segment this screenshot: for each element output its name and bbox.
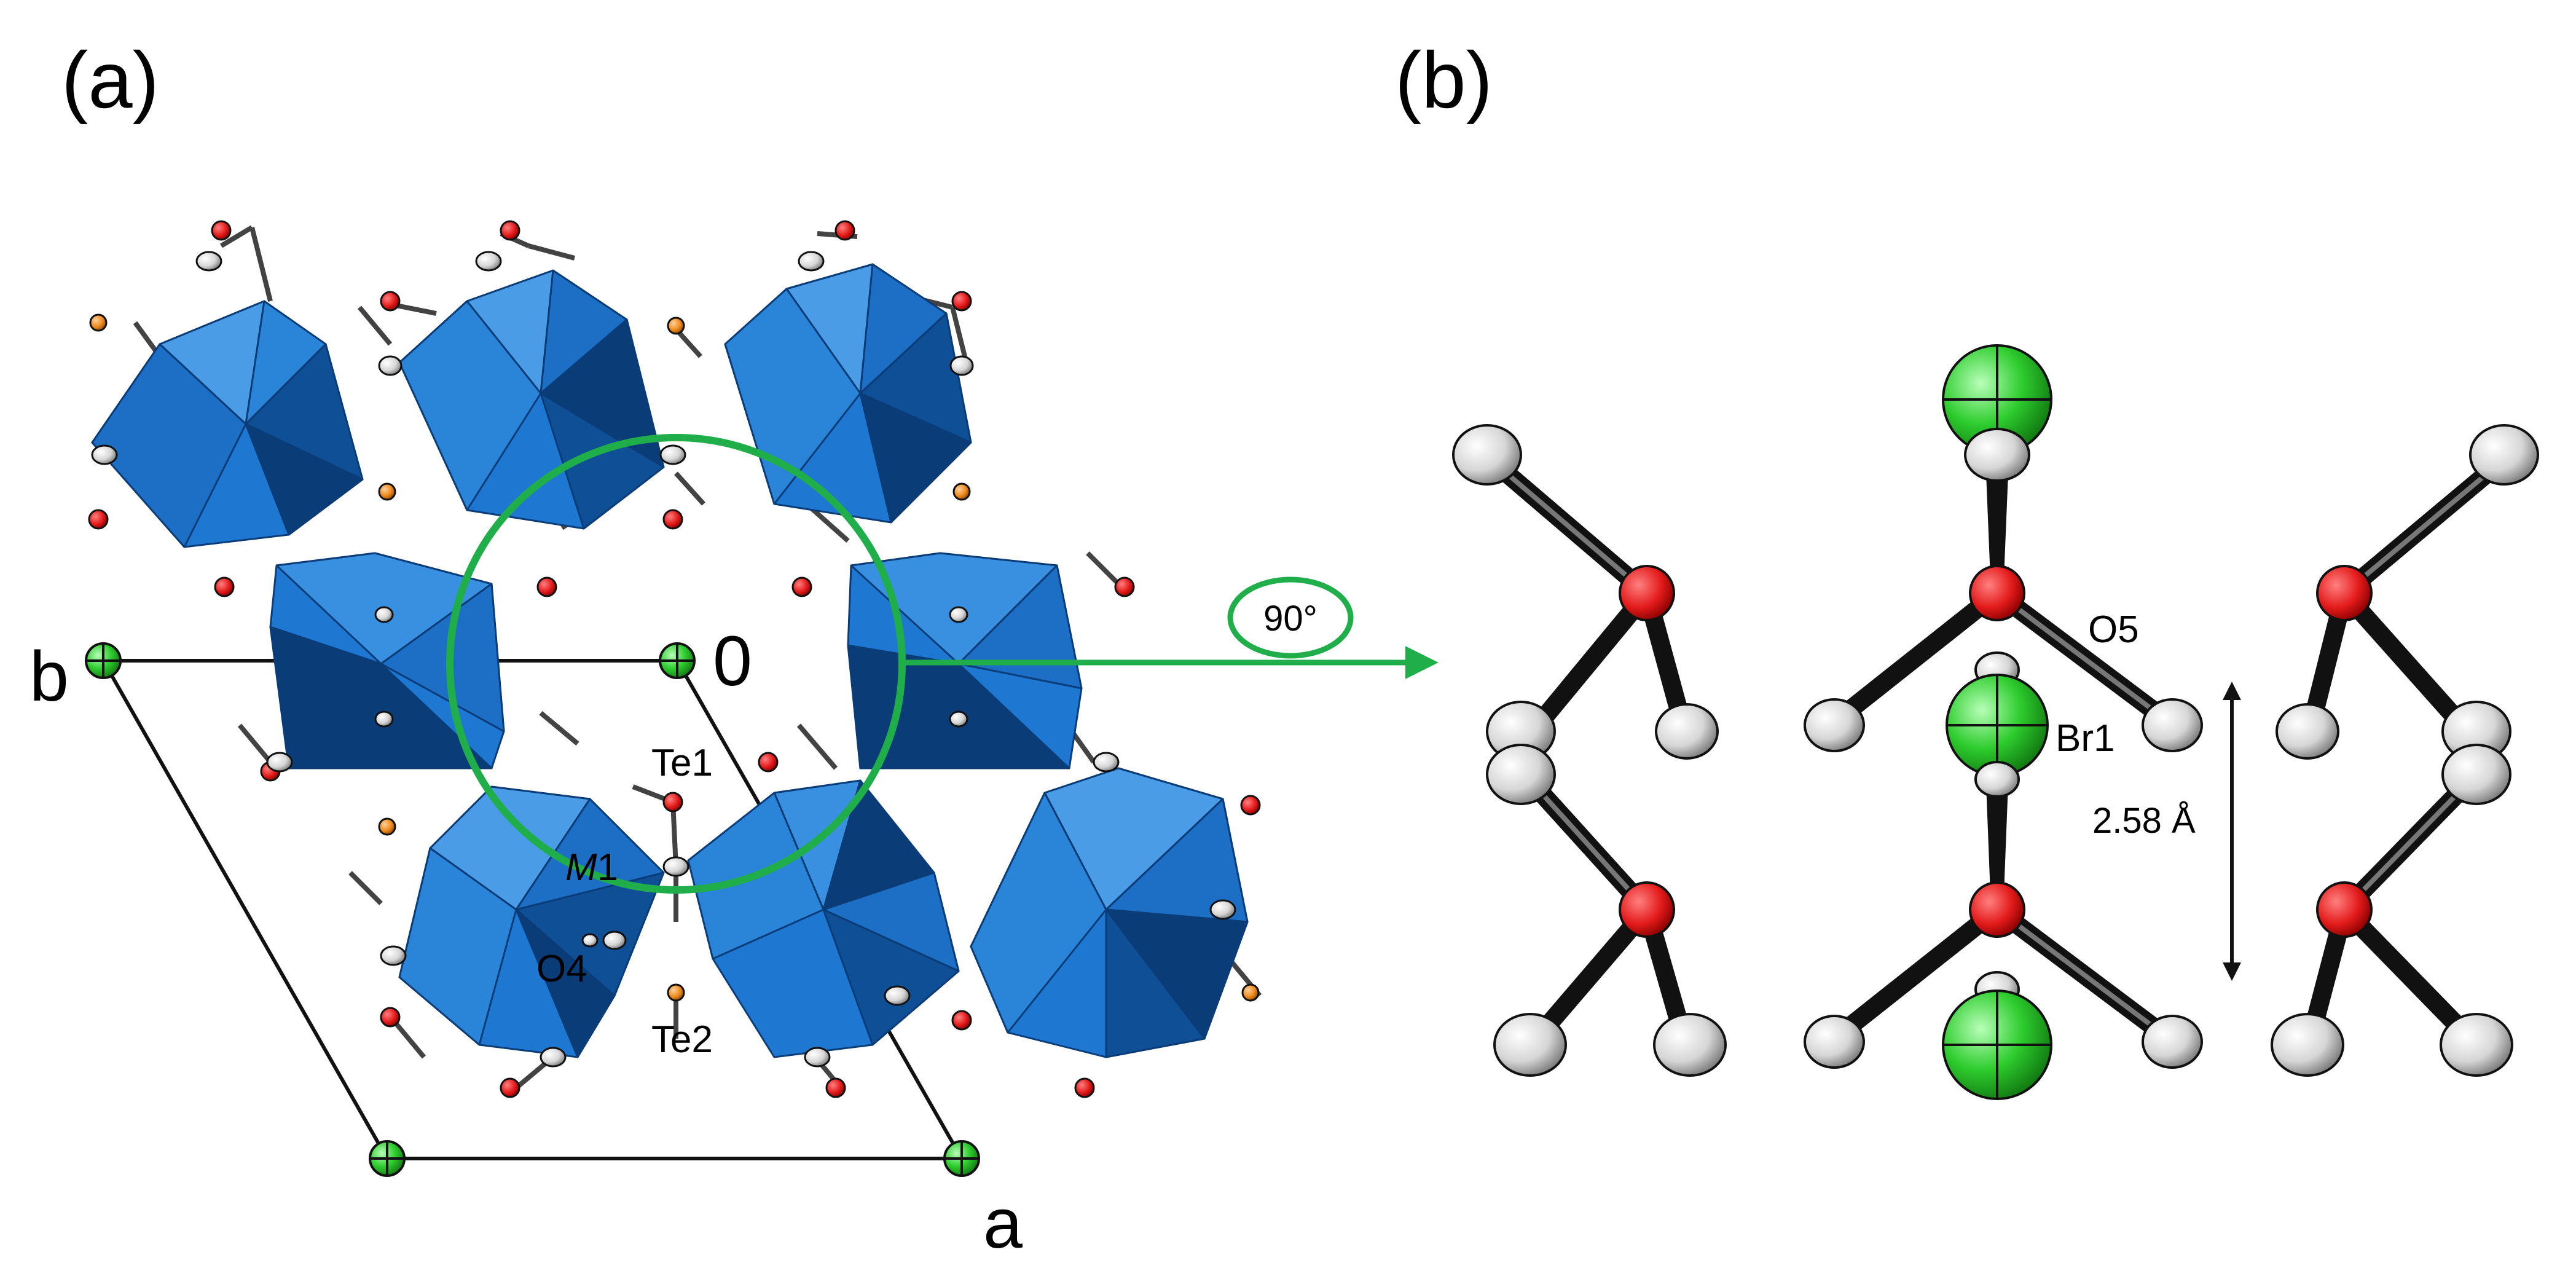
atom-label-o4: O4 bbox=[536, 948, 587, 990]
panel-b-label: (b) bbox=[1395, 35, 1493, 125]
panel-a: (a) bbox=[29, 35, 1262, 1263]
br-atom-a bbox=[943, 1140, 980, 1177]
hydrogen-atoms-a bbox=[91, 251, 1236, 1068]
panel-a-label: (a) bbox=[61, 35, 159, 125]
middle-chain bbox=[1804, 344, 2203, 1100]
br-atom-origin bbox=[659, 642, 696, 679]
octahedron-cluster-4 bbox=[269, 552, 505, 769]
oxygen-atoms-a bbox=[88, 220, 1261, 1098]
octahedron-cluster-2 bbox=[398, 269, 665, 530]
rotation-angle-label: 90° bbox=[1263, 599, 1317, 639]
rotation-indicator: 90° bbox=[903, 576, 1439, 679]
atom-label-te1: Te1 bbox=[651, 742, 713, 784]
rotation-loop bbox=[1227, 576, 1354, 659]
axis-a-label: a bbox=[983, 1184, 1023, 1263]
distance-label: 2.58 Å bbox=[2092, 801, 2196, 841]
atom-label-br1: Br1 bbox=[2056, 717, 2115, 760]
atom-label-m1-symbol: M bbox=[565, 846, 597, 889]
selection-ring bbox=[446, 434, 906, 894]
tellurium-atoms-a bbox=[89, 313, 1260, 1002]
atom-label-te2: Te2 bbox=[651, 1018, 713, 1061]
panel-b: (b) bbox=[1395, 35, 2539, 1100]
br-atom-b bbox=[85, 642, 122, 679]
atom-label-m1: M1 bbox=[565, 846, 618, 889]
octahedron-cluster-1 bbox=[91, 300, 364, 548]
right-chain bbox=[2271, 424, 2539, 1077]
octahedron-cluster-8 bbox=[970, 767, 1249, 1058]
bromine-atoms-cell bbox=[85, 642, 980, 1177]
axis-b-label: b bbox=[29, 637, 69, 716]
atom-label-m1-index: 1 bbox=[597, 846, 618, 889]
left-chain bbox=[1452, 424, 1727, 1077]
octahedron-cluster-6 bbox=[398, 785, 665, 1058]
octahedron-cluster-7 bbox=[687, 779, 960, 1058]
o5-h-bond-lower bbox=[1986, 784, 2008, 910]
origin-label: 0 bbox=[713, 622, 752, 701]
o5-h-bond-top bbox=[1986, 473, 2008, 593]
br-atom-bottom-left bbox=[369, 1140, 406, 1177]
atom-label-o5: O5 bbox=[2088, 608, 2139, 651]
